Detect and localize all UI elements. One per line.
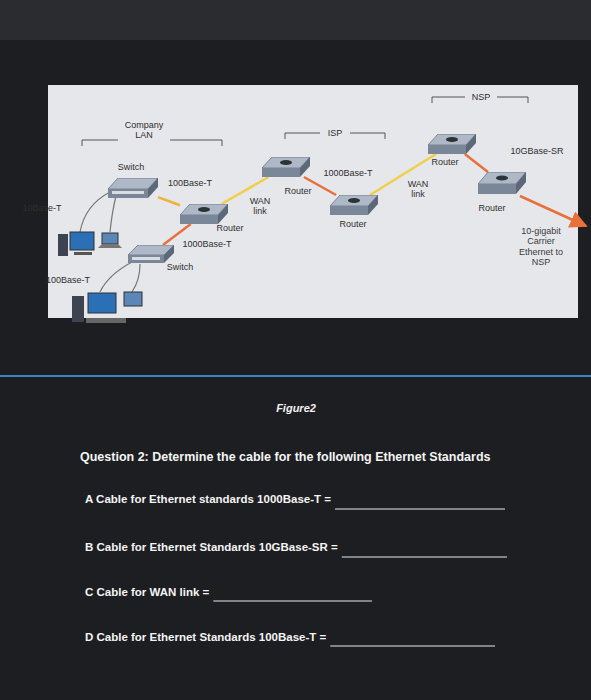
device-icon [478,172,526,194]
device-front [330,206,368,215]
switch-device: Switch [108,178,158,198]
question-item: D Cable for Ethernet Standards 100Base-T… [85,631,326,644]
answer-blanks [213,509,507,646]
switch-ports [132,257,160,260]
device-icon [108,178,158,198]
device-side [516,172,526,194]
device-label: Router [431,158,458,168]
group-label: NSP [466,92,496,102]
switch-ports [112,191,144,194]
device-icon [428,134,476,154]
cable-connector [465,154,488,172]
cable-label: 100Base-T [159,179,221,189]
device-front [478,184,516,194]
figure-ground [48,85,578,318]
router-device: Router [478,172,526,194]
device-side [218,204,228,224]
cable-label: WAN link [247,197,273,217]
device-front [128,255,164,263]
cable-label: 10Base-T [17,203,67,213]
router-mark [198,207,210,212]
device-side [148,178,158,198]
device-side [164,245,174,263]
carrier-arrow [520,196,586,226]
router-mark [348,198,360,203]
device-front [428,145,466,154]
device-icon [180,204,228,224]
cable-label: 1000Base-T [317,169,379,179]
router-device: Router [428,134,476,154]
device-label: Router [339,220,366,230]
device-icon [262,157,310,177]
router-device: Router [330,195,378,215]
carrier-note: 10-gigabit Carrier Ethernet to NSP [515,226,567,267]
device-front [108,189,148,198]
device-label: Router [284,187,311,197]
device-label: Router [216,224,243,234]
switch-device: Switch [128,245,174,263]
device-front [180,215,218,224]
cable-connector [158,197,180,205]
cable-label: 100Base-T [43,275,93,285]
cable-label: 10GBase-SR [506,147,568,157]
router-device: Router [180,204,228,224]
device-label: Switch [167,263,194,273]
photo-edge [0,0,591,40]
figure-caption: Figure2 [276,402,316,415]
question-heading: Question 2: Determine the cable for the … [80,450,490,464]
router-mark [446,137,458,142]
device-icon [330,195,378,215]
device-icon [128,245,174,263]
device-side [466,134,476,154]
device-front [262,168,300,177]
group-label: ISP [320,128,350,138]
cable-label: WAN link [405,180,431,200]
router-mark [496,176,508,181]
router-device: Router [262,157,310,177]
device-label: Router [478,204,505,214]
divider-line [0,375,591,377]
group-label: Company LAN [119,120,169,141]
device-side [300,157,310,177]
question-item: B Cable for Ethernet Standards 10GBase-S… [85,541,338,554]
group-brackets [82,97,528,146]
device-label: Switch [118,163,145,173]
question-item: A Cable for Ethernet standards 1000Base-… [85,493,331,506]
question-item: C Cable for WAN link = [85,586,209,599]
device-side [368,195,378,215]
cable-label: 1000Base-T [176,240,238,250]
router-mark [280,160,292,165]
